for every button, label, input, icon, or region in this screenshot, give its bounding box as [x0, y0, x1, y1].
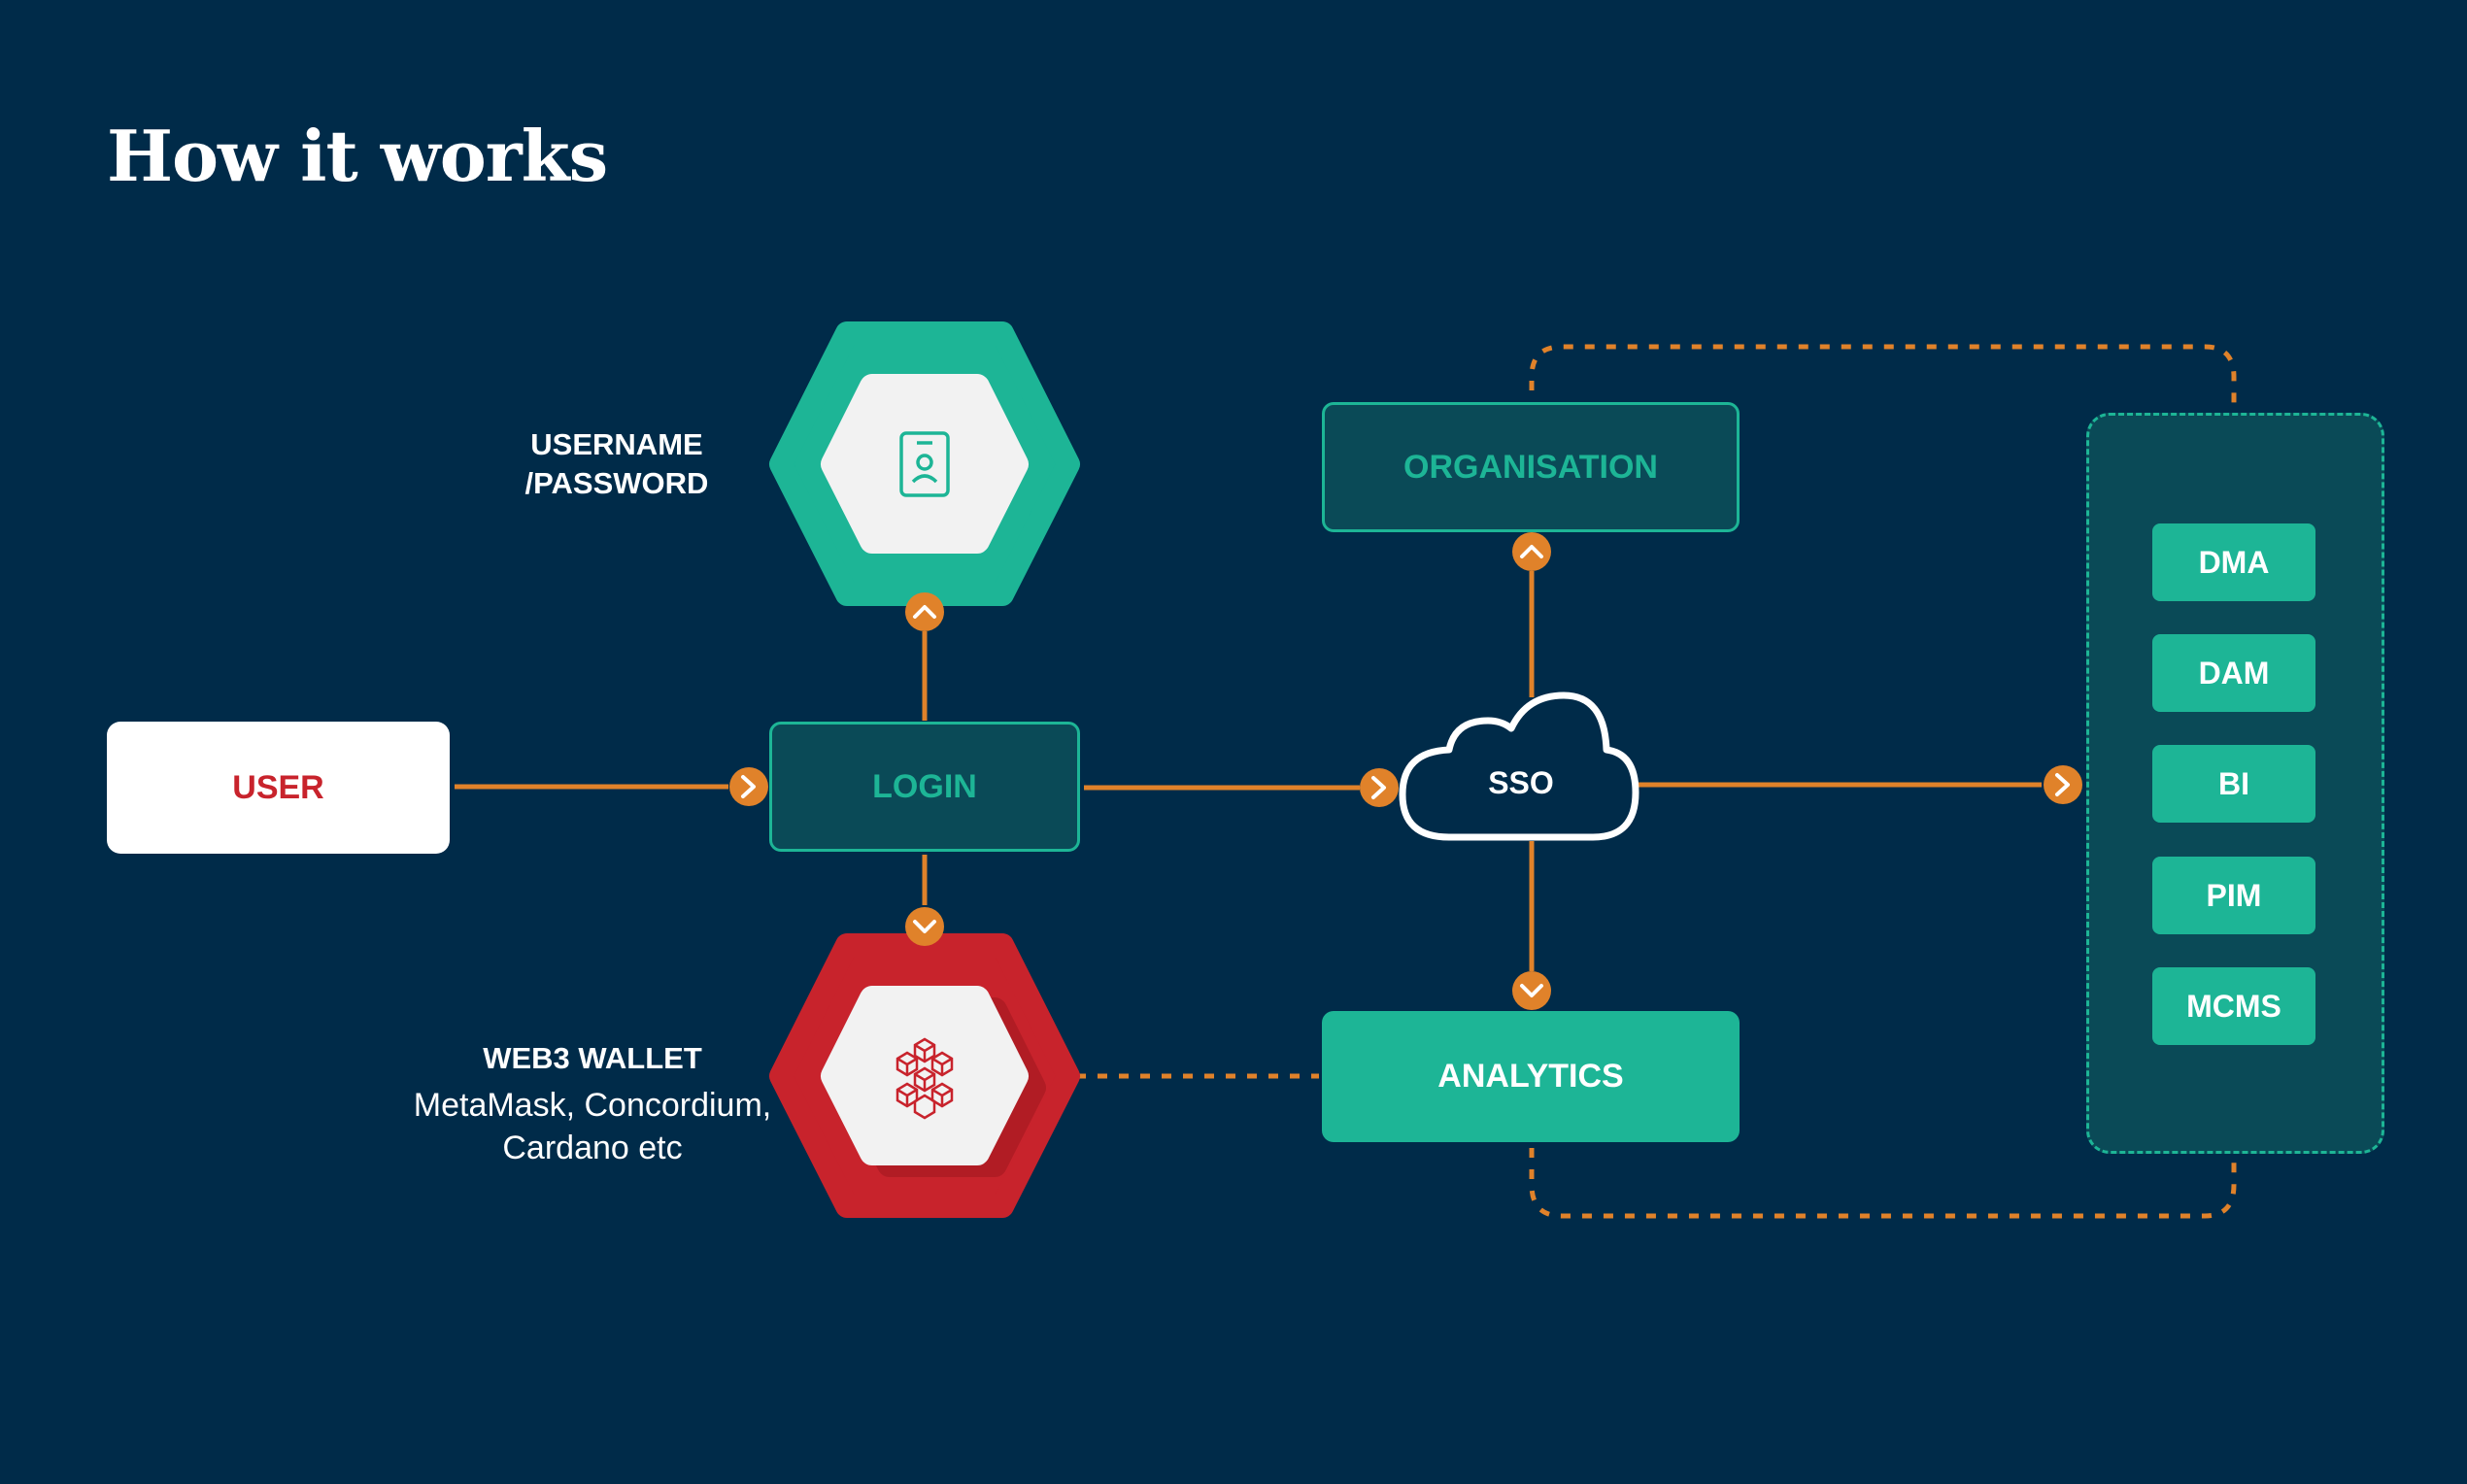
user-node: USER — [107, 722, 450, 854]
dashed-connectors — [1076, 344, 2237, 1219]
sso-label: SSO — [1488, 765, 1554, 800]
username-password-label: USERNAME /PASSWORD — [486, 425, 748, 503]
chevron-up-icon — [1512, 532, 1551, 571]
cloud-icon — [1399, 691, 1639, 841]
chevron-up-icon — [905, 592, 944, 631]
login-node: LOGIN — [769, 722, 1080, 852]
analytics-services-dashed-line — [1529, 1148, 2237, 1219]
service-mcms: MCMS — [2152, 967, 2315, 1045]
id-badge-icon — [899, 431, 950, 497]
service-dam: DAM — [2152, 634, 2315, 712]
chevron-icons — [729, 532, 2082, 1010]
blockchain-cubes-icon — [896, 1037, 954, 1120]
web3-wallet-label: WEB3 WALLET MetaMask, Concordium, Cardan… — [389, 1039, 796, 1169]
chevron-right-icon — [729, 767, 768, 806]
chevron-down-icon — [905, 907, 944, 946]
password-label-line: /PASSWORD — [524, 466, 709, 500]
chevron-right-icon — [1360, 768, 1399, 807]
organisation-services-dashed-line — [1529, 344, 2237, 406]
web3-wallet-examples-line-2: Cardano etc — [502, 1130, 683, 1166]
service-dma: DMA — [2152, 523, 2315, 601]
chevron-down-icon — [1512, 971, 1551, 1010]
service-pim: PIM — [2152, 857, 2315, 934]
web3-wallet-examples-line-1: MetaMask, Concordium, — [413, 1087, 772, 1124]
chevron-right-icon — [2044, 765, 2082, 804]
web3-wallet-title: WEB3 WALLET — [483, 1041, 702, 1075]
username-password-hexagon — [769, 321, 1080, 606]
organisation-node: ORGANISATION — [1322, 402, 1740, 532]
page-title: How it works — [107, 115, 608, 197]
username-label-line: USERNAME — [530, 427, 703, 461]
analytics-node: ANALYTICS — [1322, 1011, 1740, 1142]
connector-lines — [455, 571, 2042, 971]
service-bi: BI — [2152, 745, 2315, 823]
web3-wallet-hexagon — [769, 933, 1080, 1218]
